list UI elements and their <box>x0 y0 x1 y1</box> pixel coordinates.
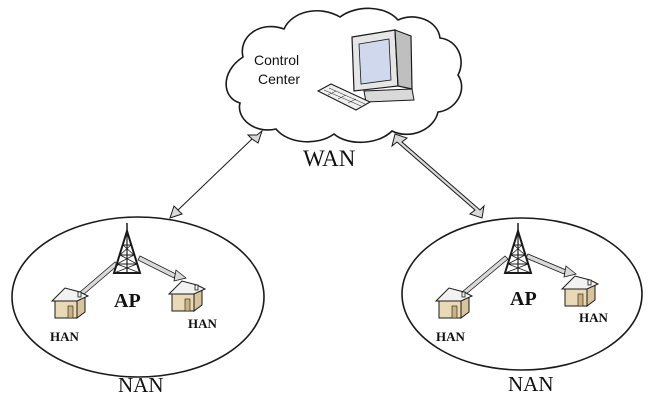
left-han-label-b: HAN <box>188 316 217 331</box>
computer-icon <box>351 29 415 103</box>
right-ap-label: AP <box>510 288 537 310</box>
right-nan-label: NAN <box>508 372 554 396</box>
control-center-label-line2: Center <box>258 71 301 87</box>
right-nan-ellipse <box>401 217 643 371</box>
control-center-label-line1: Control <box>254 52 300 68</box>
wan-label: WAN <box>303 146 356 171</box>
left-nan-label: NAN <box>118 373 164 397</box>
left-nan-ellipse <box>11 216 265 378</box>
left-han-label-a: HAN <box>50 329 79 344</box>
double-arrow-icon <box>391 133 485 219</box>
double-arrow-icon <box>169 129 264 219</box>
left-ap-label: AP <box>114 290 141 312</box>
right-han-label-a: HAN <box>436 329 465 344</box>
keyboard-icon <box>316 83 372 111</box>
left-links <box>79 255 187 296</box>
right-han-label-b: HAN <box>579 310 608 325</box>
